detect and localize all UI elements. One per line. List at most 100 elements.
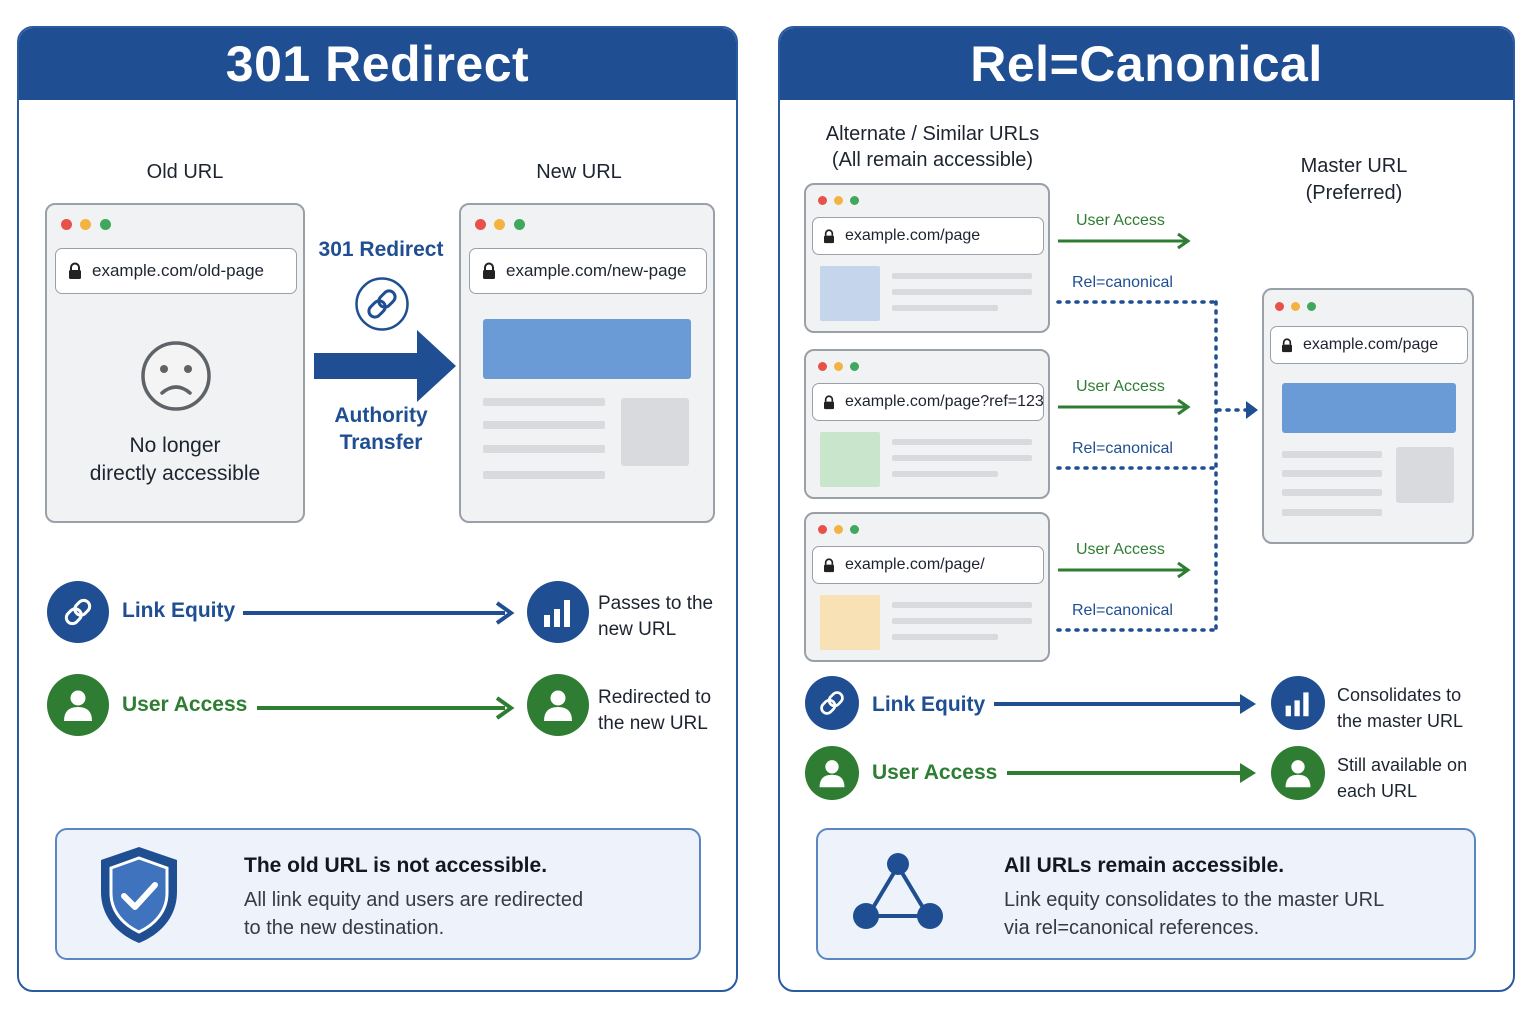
- alternate-url-bar-3[interactable]: example.com/page/: [812, 546, 1044, 584]
- link-equity-arrow: [994, 694, 1256, 714]
- content-hero-block: [483, 319, 691, 379]
- text-line: [892, 439, 1032, 445]
- master-heading-line1: Master URL: [1300, 155, 1408, 177]
- alternate-url-bar-1[interactable]: example.com/page: [812, 217, 1044, 255]
- alt-heading-line1: Alternate / Similar URLs: [825, 123, 1040, 145]
- authority-line2: Transfer: [339, 431, 423, 454]
- lock-icon: [824, 395, 834, 409]
- link-equity-label: Link Equity: [872, 693, 986, 716]
- text-line: [1282, 509, 1382, 516]
- master-url-bar[interactable]: example.com/page: [1270, 326, 1468, 364]
- note-line1: Link equity consolidates to the master U…: [1004, 889, 1385, 911]
- minimize-dot: [834, 362, 843, 371]
- note-title: The old URL is not accessible.: [244, 854, 548, 877]
- bar-chart-icon: [1285, 692, 1309, 717]
- consolidates-icon-circle: [1271, 676, 1325, 730]
- user-access-small-3: User Access: [1076, 541, 1165, 558]
- note-title: All URLs remain accessible.: [1004, 854, 1285, 877]
- user-access-icon-circle: [805, 746, 859, 800]
- note-line1: All link equity and users are redirected: [244, 889, 584, 911]
- link-equity-arrow: [243, 601, 515, 625]
- panel-rel-canonical: Rel=Canonical Alternate / Similar URLs (…: [778, 26, 1515, 992]
- old-url-bar[interactable]: example.com/old-page: [55, 248, 297, 294]
- text-line: [483, 445, 605, 453]
- old-url-heading: Old URL: [146, 161, 224, 183]
- minimize-dot: [1291, 302, 1300, 311]
- rel-canonical-small-1: Rel=canonical: [1072, 274, 1173, 291]
- panel-title: Rel=Canonical: [780, 28, 1513, 100]
- user-access-desc-line1: Redirected to: [598, 687, 712, 708]
- text-line: [892, 471, 998, 477]
- link-icon: [355, 277, 409, 331]
- new-url-heading: New URL: [536, 161, 622, 183]
- content-hero-block: [1282, 383, 1456, 433]
- link-equity-icon-circle: [47, 581, 109, 643]
- minimize-dot: [834, 525, 843, 534]
- text-line: [1282, 489, 1382, 496]
- user-access-arrow: [257, 696, 515, 720]
- note-line2: via rel=canonical references.: [1004, 917, 1260, 939]
- rel-canonical-small-2: Rel=canonical: [1072, 440, 1173, 457]
- text-line: [892, 273, 1032, 279]
- lock-icon: [69, 262, 81, 279]
- canonical-connectors: [1056, 232, 1258, 632]
- user-access-small-1: User Access: [1076, 212, 1165, 229]
- text-line: [1282, 470, 1382, 477]
- user-access-desc-line2: each URL: [1337, 781, 1418, 801]
- user-icon: [819, 760, 845, 788]
- old-url-browser: example.com/old-page No longer directly …: [45, 203, 305, 523]
- maximize-dot: [1307, 302, 1316, 311]
- alternate-browser-3: example.com/page/: [804, 512, 1050, 662]
- alternate-url-bar-2[interactable]: example.com/page?ref=123: [812, 383, 1044, 421]
- thumbnail-3: [820, 595, 880, 650]
- user-access-desc-line1: Still available on: [1337, 755, 1468, 775]
- maximize-dot: [100, 219, 111, 230]
- text-line: [483, 398, 605, 406]
- close-dot: [1275, 302, 1284, 311]
- text-line: [483, 471, 605, 479]
- link-equity-icon-circle: [805, 676, 859, 730]
- thumbnail-2: [820, 432, 880, 487]
- image-placeholder: [621, 398, 689, 466]
- user-access-small-2: User Access: [1076, 378, 1165, 395]
- close-dot: [818, 525, 827, 534]
- text-line: [1282, 451, 1382, 458]
- panel-title: 301 Redirect: [19, 28, 736, 100]
- canonical-note: All URLs remain accessible. Link equity …: [816, 828, 1476, 960]
- user-access-label: User Access: [122, 693, 248, 716]
- old-url-text: example.com/old-page: [92, 261, 264, 280]
- still-available-icon-circle: [1271, 746, 1325, 800]
- authority-line1: Authority: [334, 404, 428, 427]
- thumbnail-1: [820, 266, 880, 321]
- link-equity-desc-line1: Passes to the: [598, 593, 714, 614]
- text-line: [892, 289, 1032, 295]
- alternate-browser-2: example.com/page?ref=123: [804, 349, 1050, 499]
- alternate-url-text-1: example.com/page: [845, 227, 981, 244]
- text-line: [892, 305, 998, 311]
- passes-icon-circle: [527, 581, 589, 643]
- user-access-arrow: [1007, 763, 1256, 783]
- alt-heading-line2: (All remain accessible): [831, 149, 1034, 171]
- redirect-arrow: [314, 330, 456, 402]
- lock-icon: [824, 558, 834, 572]
- user-icon: [544, 690, 572, 721]
- new-url-browser: example.com/new-page: [459, 203, 715, 523]
- link-equity-desc-line2: the master URL: [1337, 711, 1464, 731]
- redirect-note: The old URL is not accessible. All link …: [55, 828, 701, 960]
- alternate-url-text-3: example.com/page/: [845, 556, 985, 573]
- maximize-dot: [514, 219, 525, 230]
- alternate-browser-1: example.com/page: [804, 183, 1050, 333]
- maximize-dot: [850, 196, 859, 205]
- master-heading-line2: (Preferred): [1305, 182, 1403, 204]
- redirected-icon-circle: [527, 674, 589, 736]
- text-line: [892, 455, 1032, 461]
- link-equity-label: Link Equity: [122, 599, 236, 622]
- new-url-bar[interactable]: example.com/new-page: [469, 248, 707, 294]
- user-access-icon-circle: [47, 674, 109, 736]
- text-line: [892, 634, 998, 640]
- maximize-dot: [850, 525, 859, 534]
- network-triangle-icon: [853, 853, 943, 929]
- link-icon: [820, 691, 844, 715]
- master-url-browser: example.com/page: [1262, 288, 1474, 544]
- close-dot: [475, 219, 486, 230]
